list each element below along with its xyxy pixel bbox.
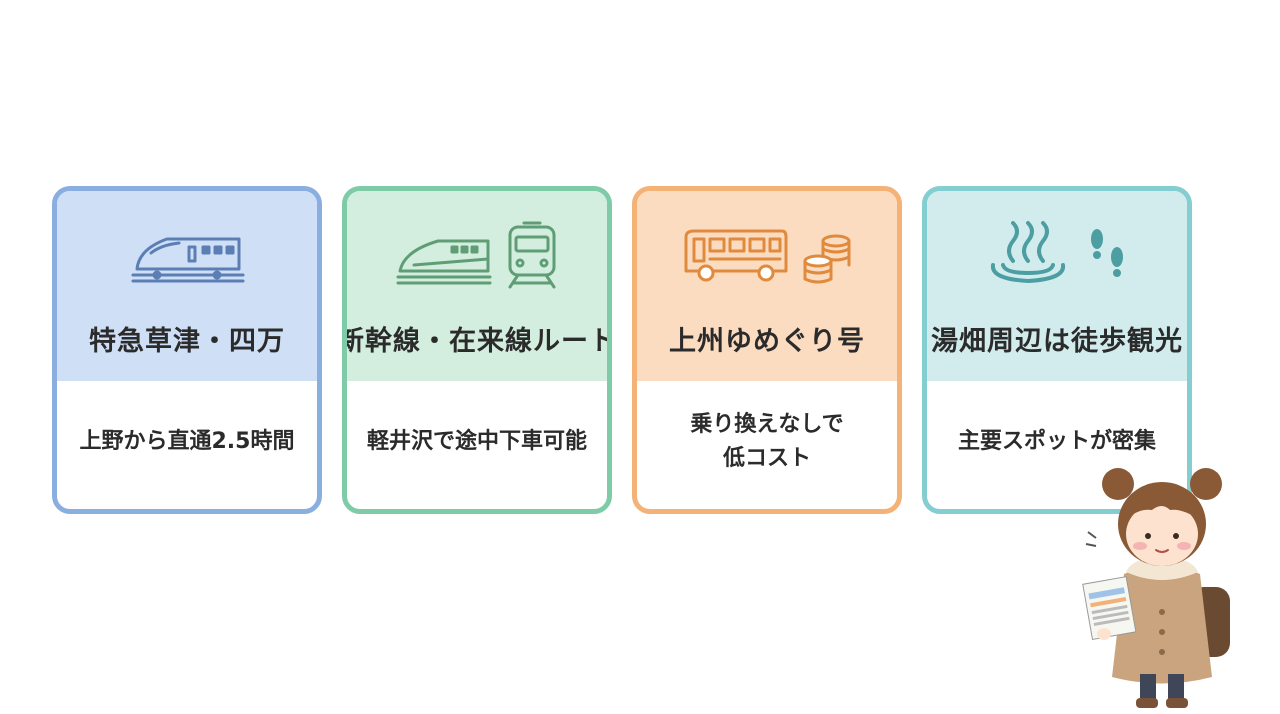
card-body: 上野から直通2.5時間 bbox=[79, 429, 295, 454]
card-limited-express: 特急草津・四万 上野から直通2.5時間 bbox=[52, 186, 322, 514]
traveler-girl-illustration bbox=[1082, 468, 1230, 708]
card-title: 新幹線・在来線ルート bbox=[342, 326, 612, 357]
card-body: 主要スポットが密集 bbox=[957, 429, 1156, 454]
route-cards: 特急草津・四万 上野から直通2.5時間 bbox=[52, 186, 1192, 514]
card-title: 特急草津・四万 bbox=[89, 326, 285, 357]
card-yubatake-walking: 湯畑周辺は徒歩観光 主要スポットが密集 bbox=[922, 186, 1192, 514]
card-header: 湯畑周辺は徒歩観光 bbox=[927, 191, 1187, 381]
card-header: 特急草津・四万 bbox=[57, 191, 317, 381]
local-train-icon bbox=[508, 221, 556, 289]
card-yumeguri-bus: 上州ゆめぐり号 乗り換えなしで 低コスト bbox=[632, 186, 902, 514]
coins-icon bbox=[803, 234, 851, 284]
icon-area bbox=[680, 191, 854, 311]
limited-express-train-icon bbox=[131, 237, 245, 283]
hot-spring-icon bbox=[990, 221, 1066, 283]
card-header: 新幹線・在来線ルート bbox=[347, 191, 607, 381]
icon-area bbox=[127, 191, 247, 311]
card-header: 上州ゆめぐり号 bbox=[637, 191, 897, 381]
card-body: 軽井沢で途中下車可能 bbox=[366, 429, 587, 454]
footprints-icon bbox=[1091, 229, 1123, 277]
shinkansen-icon bbox=[396, 239, 492, 285]
bus-icon bbox=[684, 229, 788, 282]
icon-area bbox=[983, 191, 1131, 311]
icon-area bbox=[394, 191, 560, 311]
card-shinkansen-route: 新幹線・在来線ルート 軽井沢で途中下車可能 bbox=[342, 186, 612, 514]
card-body: 乗り換えなしで 低コスト bbox=[690, 412, 844, 471]
card-title: 湯畑周辺は徒歩観光 bbox=[931, 326, 1183, 357]
card-title: 上州ゆめぐり号 bbox=[669, 326, 865, 357]
